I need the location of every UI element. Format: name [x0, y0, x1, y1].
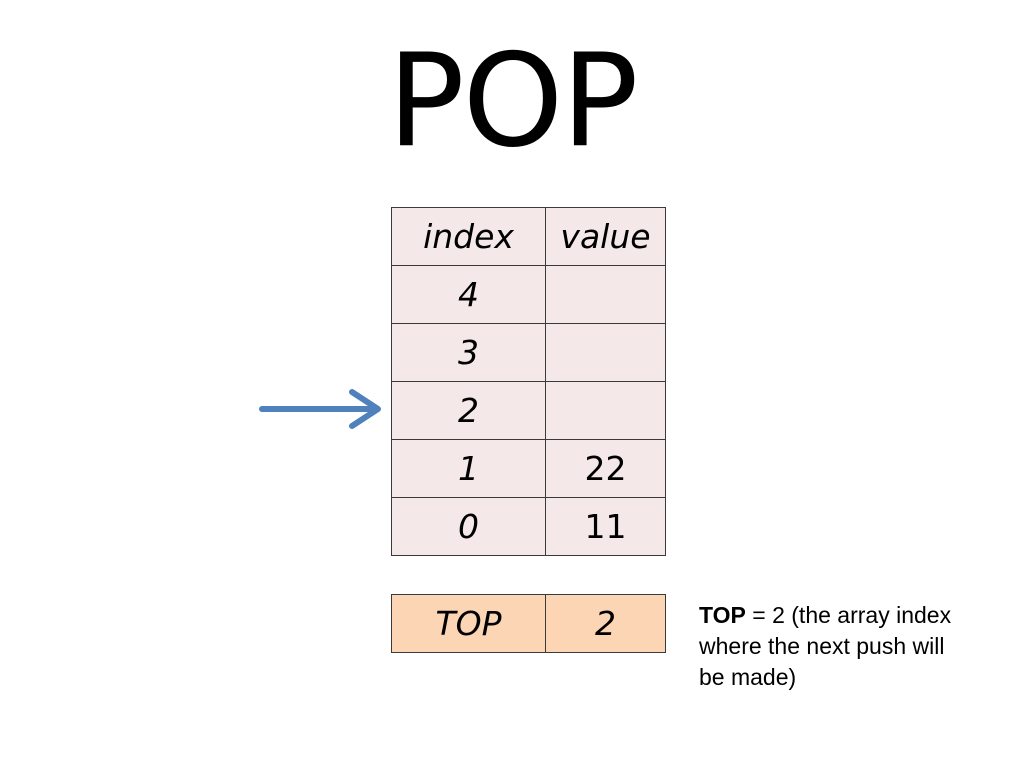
table-row: 4: [391, 265, 666, 324]
row-index-cell: 3: [391, 323, 546, 382]
row-index-cell: 1: [391, 439, 546, 498]
table-row: 2: [391, 381, 666, 440]
table-row: 1 22: [391, 439, 666, 498]
note-text: = 2 (the array index where the next push…: [699, 602, 952, 690]
slide-title: POP: [387, 27, 638, 176]
row-index-cell: 2: [391, 381, 546, 440]
row-value-cell: [545, 323, 666, 382]
row-value-cell: 11: [545, 497, 666, 556]
top-value-cell: 2: [545, 594, 666, 653]
table-row: TOP 2: [391, 594, 666, 653]
arrow-head: [349, 389, 381, 429]
header-index: index: [391, 207, 546, 266]
row-value-cell: [545, 381, 666, 440]
top-label-cell: TOP: [391, 594, 546, 653]
note-bold-term: TOP: [699, 602, 746, 628]
table-row: 0 11: [391, 497, 666, 556]
row-value-cell: 22: [545, 439, 666, 498]
row-value-cell: [545, 265, 666, 324]
row-index-cell: 4: [391, 265, 546, 324]
table-row: 3: [391, 323, 666, 382]
top-variable-table: TOP 2: [391, 594, 666, 653]
row-index-cell: 0: [391, 497, 546, 556]
header-value: value: [545, 207, 666, 266]
right-arrow-icon: [259, 389, 381, 429]
table-header-row: index value: [391, 207, 666, 266]
top-explanation-note: TOP = 2 (the array index where the next …: [699, 600, 969, 693]
stack-array-table: index value 4 3 2 1 22 0 11: [391, 207, 666, 556]
